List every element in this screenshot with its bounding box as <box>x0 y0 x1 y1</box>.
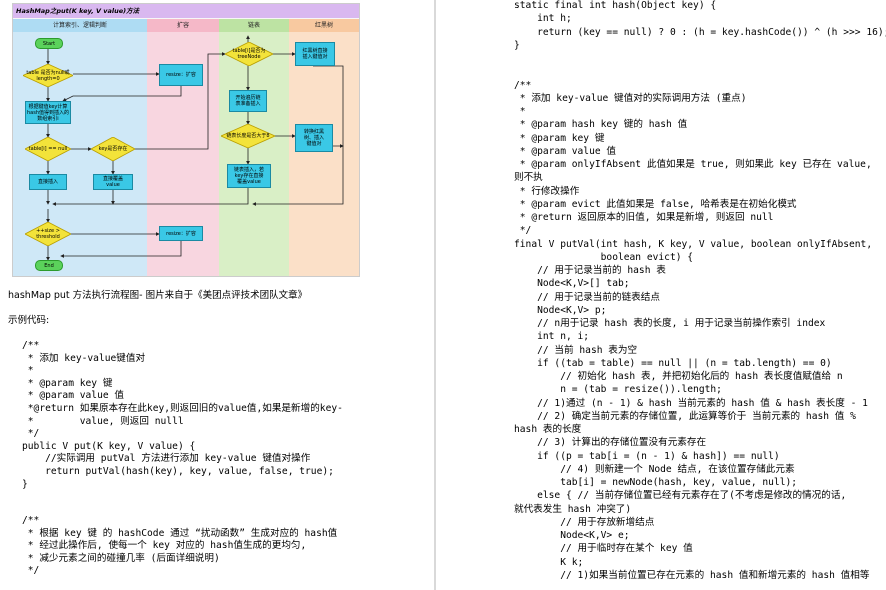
code-line: } <box>22 478 28 490</box>
code-line: tab[i] = newNode(hash, key, value, null)… <box>514 477 798 488</box>
code-line: // 用于记录当前的链表结点 <box>514 291 660 303</box>
code-line: } <box>514 39 520 51</box>
code-line: * @param key 键 <box>514 132 605 144</box>
code-line: // 当前 hash 表为空 <box>514 344 638 356</box>
table-null-decision: table 是否为null或 length=0 <box>23 64 73 87</box>
code-line: // 初始化 hash 表, 并把初始化后的 hash 表长度值赋值给 n <box>514 371 843 382</box>
table-null-decision-label: table 是否为null或 length=0 <box>26 69 70 82</box>
code-line: * 根据 key 键 的 hashCode 通过 “扰动函数” 生成对应的 ha… <box>22 527 338 539</box>
code-line: else { // 当前存储位置已经有元素存在了(不考虑是修改的情况的话, <box>514 490 847 502</box>
code-line: hash 表的长度 <box>514 424 582 435</box>
code-line: * @param key 键 <box>22 377 113 389</box>
code-line: * 添加 key-value键值对 <box>22 352 146 364</box>
code-line: boolean evict) { <box>514 251 694 263</box>
lane-header-resize: 扩容 <box>147 19 219 32</box>
code-line: // 2) 确定当前元素的存储位置, 此运算等价于 当前元素的 hash 值 % <box>514 410 856 422</box>
left-page: HashMap之put(K key, V value)方法 计算索引、逻辑判断 … <box>0 0 434 590</box>
lane-header-tree: 红黑树 <box>289 19 359 32</box>
code-line: int h; <box>514 13 572 25</box>
code-line: final V putVal(int hash, K key, V value,… <box>514 238 873 250</box>
code-line: */ <box>22 565 40 577</box>
tab-null-decision-label: table[i] == null <box>28 146 68 152</box>
code-line: * @param onlyIfAbsent 此值如果是 true, 则如果此 k… <box>514 159 872 170</box>
code-line: K k; <box>514 556 584 568</box>
end-node: End <box>35 260 63 271</box>
resize-node-2: resize：扩容 <box>159 226 203 241</box>
lane-tree <box>289 32 359 276</box>
lane-list <box>219 32 289 276</box>
overwrite-node: 直接覆盖 value <box>93 174 133 190</box>
code-line: // 1)如果当前位置已存在元素的 hash 值和新增元素的 hash 值相等 <box>514 569 870 581</box>
code-line: Node<K,V> e; <box>514 530 630 541</box>
list-insert-node: 链表插入，若 key存在直接 覆盖value <box>227 164 271 188</box>
code-line: * value, 则返回 nulll <box>22 415 184 427</box>
code-line: * 经过此操作后, 使每一个 key 对应的 hash值生成的更均匀, <box>22 540 307 552</box>
code-line: */ <box>514 225 532 237</box>
code-line: // 3) 计算出的存储位置没有元素存在 <box>514 437 707 449</box>
figure-caption: hashMap put 方法执行流程图- 图片来自于《美团点评技术团队文章》 <box>8 290 308 301</box>
lane-header-index: 计算索引、逻辑判断 <box>13 19 147 32</box>
is-treenode-decision: table[i]是否为 treeNode <box>225 42 273 66</box>
page-divider <box>434 0 436 590</box>
example-label: 示例代码: <box>8 315 50 326</box>
tree-insert-node: 红黑树直接 插入键值对 <box>295 42 335 66</box>
length-gt8-decision-label: 链表长度是否大于8 <box>226 133 270 139</box>
direct-insert-node: 直接插入 <box>29 174 67 190</box>
code-line: n = (tab = resize()).length; <box>514 384 722 396</box>
code-line: // 用于存放新增结点 <box>514 516 655 528</box>
code-line: * 添加 key-value 键值对的实际调用方法 (重点) <box>514 92 747 104</box>
code-line: int n, i; <box>514 331 590 343</box>
is-treenode-decision-label: table[i]是否为 treeNode <box>232 48 266 60</box>
code-line: *@return 如果原本存在此key,则返回旧的value值,如果是新增的ke… <box>22 403 343 414</box>
code-line: // n用于记录 hash 表的长度, i 用于记录当前操作索引 index <box>514 318 826 329</box>
code-line: if ((tab = table) == null || (n = tab.le… <box>514 357 832 369</box>
code-line: * <box>22 365 34 377</box>
code-line: static final int hash(Object key) { <box>514 0 717 11</box>
code-line: 就代表发生 hash 冲突了) <box>514 503 632 515</box>
key-exists-decision-label: key是否存在 <box>98 146 128 152</box>
code-line: * @return 返回原本的旧值, 如果是新增, 则返回 null <box>514 212 774 223</box>
code-line: return (key == null) ? 0 : (h = key.hash… <box>514 26 886 38</box>
code-line: /** <box>514 79 532 91</box>
code-line: //实际调用 putVal 方法进行添加 key-value 键值对操作 <box>22 453 311 465</box>
code-line: */ <box>22 428 40 440</box>
code-line: * 减少元素之间的碰撞几率 (后面详细说明) <box>22 552 220 564</box>
flow-connectors <box>46 35 344 261</box>
code-line: * <box>514 106 526 117</box>
code-line: Node<K,V> p; <box>514 304 607 316</box>
code-line: // 用于临时存在某个 key 值 <box>514 543 693 555</box>
size-threshold-decision: ++size > threshold <box>25 222 71 246</box>
length-gt8-decision: 链表长度是否大于8 <box>221 124 275 148</box>
code-line: public V put(K key, V value) { <box>22 440 196 452</box>
code-line: * @param evict 此值如果是 false, 哈希表是在初始化模式 <box>514 198 797 210</box>
code-line: // 4) 则新建一个 Node 结点, 在该位置存储此元素 <box>514 463 795 475</box>
key-exists-decision: key是否存在 <box>91 137 135 161</box>
tab-null-decision: table[i] == null <box>25 137 71 161</box>
code-line: if ((p = tab[i = (n - 1) & hash]) == nul… <box>514 450 780 462</box>
hashmap-put-flowchart: HashMap之put(K key, V value)方法 计算索引、逻辑判断 … <box>12 3 360 277</box>
code-line: /** <box>22 340 40 351</box>
to-tree-node: 转换红黑 树、插入 键值对 <box>295 124 333 152</box>
code-line: * @param value 值 <box>514 145 617 157</box>
flowchart-title: HashMap之put(K key, V value)方法 <box>13 4 359 18</box>
code-line: * @param value 值 <box>22 390 125 402</box>
code-line: return putVal(hash(key), key, value, fal… <box>22 466 334 477</box>
code-line: // 1)通过 (n - 1) & hash 当前元素的 hash 值 & ha… <box>514 397 868 409</box>
list-traverse-node: 开始遍历链 表准备插入 <box>229 90 267 112</box>
code-line: * 行修改操作 <box>514 185 580 197</box>
right-page: static final int hash(Object key) { int … <box>436 0 886 590</box>
size-threshold-decision-label: ++size > threshold <box>36 228 60 240</box>
code-line: * @param hash key 键的 hash 值 <box>514 119 688 131</box>
lane-header-list: 链表 <box>219 19 289 32</box>
code-line: // 用于记录当前的 hash 表 <box>514 265 666 276</box>
code-line: Node<K,V>[] tab; <box>514 278 630 290</box>
resize-node-1: resize：扩容 <box>159 64 203 86</box>
index-calc-node: 根据键值key计算 hash值得到插入的 数组索引i <box>25 101 71 124</box>
code-line: /** <box>22 515 40 526</box>
start-node: Start <box>35 38 63 49</box>
code-line: 则不执 <box>514 172 543 184</box>
